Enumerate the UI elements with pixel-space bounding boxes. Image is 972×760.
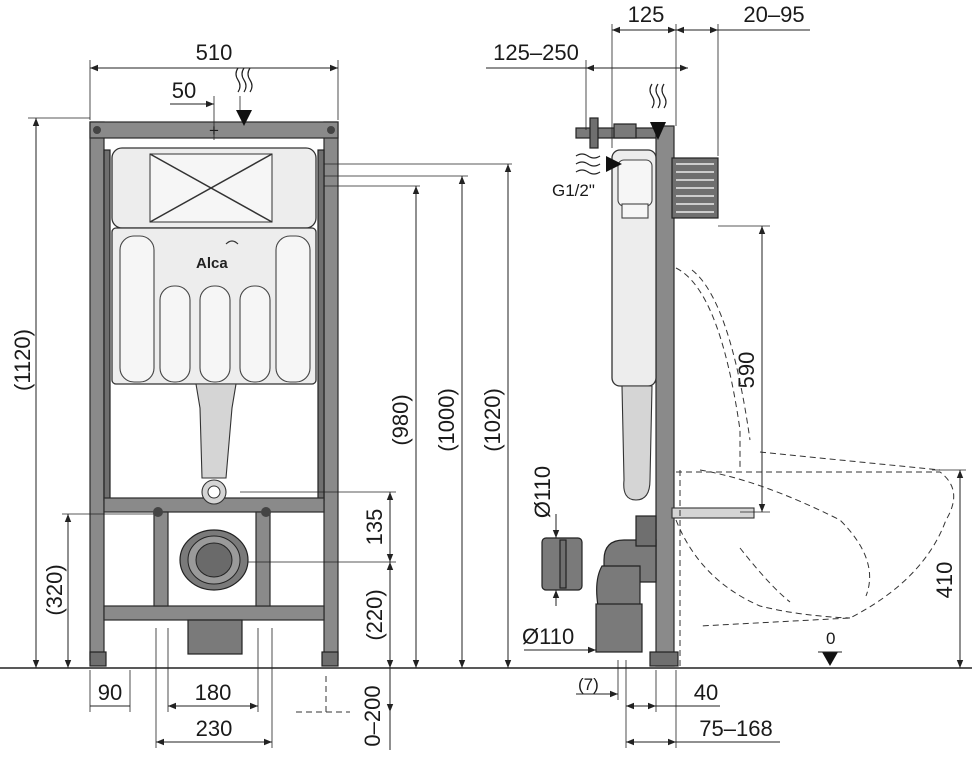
side-view: G1/2" 125 20–95 125–25 — [486, 2, 966, 748]
dim-depth-125: 125 — [628, 2, 665, 27]
dim-offset-40: 40 — [694, 680, 718, 705]
ribbed-connector — [671, 157, 719, 219]
dim-depth-125-250: 125–250 — [493, 40, 579, 65]
dim-depth-20-95: 20–95 — [743, 2, 804, 27]
dim-floor-zero: 0 — [826, 629, 835, 648]
frame-right-upright — [323, 121, 339, 661]
dim-pipe-dia-lower: Ø110 — [522, 624, 574, 649]
flush-pipe — [195, 383, 237, 479]
dim-spacing-180: 180 — [195, 680, 232, 705]
front-view: + Alca — [10, 40, 512, 750]
frame-bottom-crossbar — [103, 605, 325, 621]
toilet-bowl-outline — [675, 267, 955, 668]
dim-depth-0-200: 0–200 — [360, 685, 385, 746]
dim-height-410: 410 — [932, 562, 957, 599]
side-frame-post — [655, 125, 675, 667]
dim-height-320: (320) — [42, 564, 67, 615]
dim-height-590: 590 — [734, 352, 759, 389]
dim-offset-75-168: 75–168 — [699, 716, 772, 741]
dim-spacing-230: 230 — [196, 716, 233, 741]
dim-pipe-dia-upper: Ø110 — [530, 466, 555, 518]
dim-height-1000: (1000) — [434, 388, 459, 452]
dim-width-510: 510 — [196, 40, 233, 65]
alca-logo: Alca — [196, 255, 228, 272]
dim-offset-7: (7) — [578, 675, 599, 694]
dim-height-1120: (1120) — [10, 329, 35, 391]
dim-height-980: (980) — [388, 394, 413, 445]
dim-height-220: (220) — [362, 589, 387, 640]
dim-height-1020: (1020) — [480, 388, 505, 452]
dim-height-135: 135 — [362, 509, 387, 546]
dim-spacing-90: 90 — [98, 680, 122, 705]
dim-offset-50: 50 — [172, 78, 196, 103]
dim-thread-g12: G1/2" — [552, 181, 595, 200]
frame-left-upright — [89, 121, 105, 661]
